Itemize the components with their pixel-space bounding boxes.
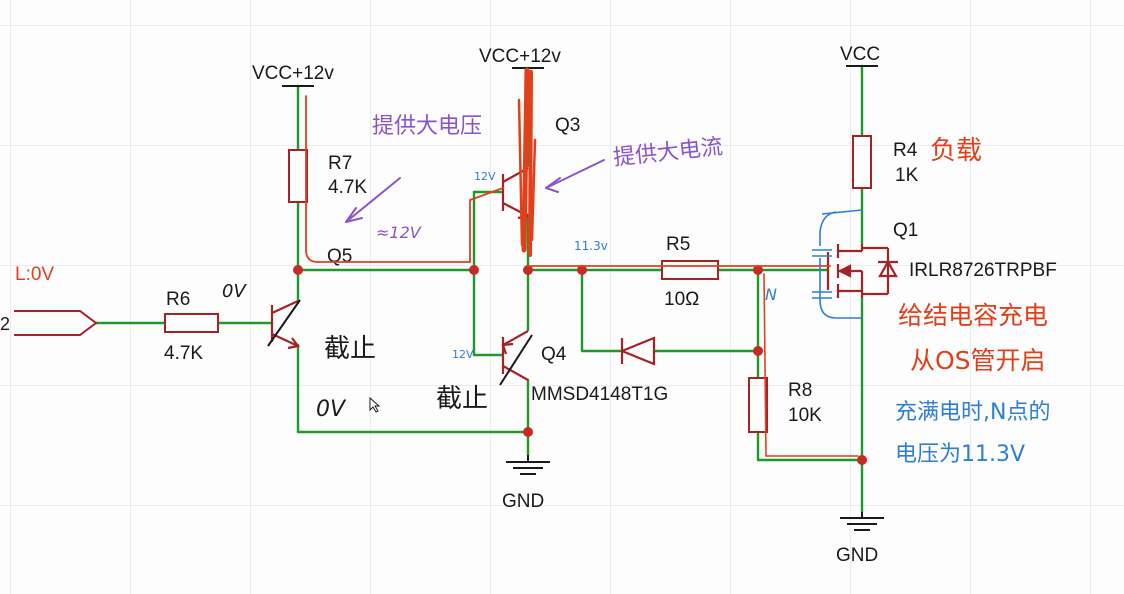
junction-source <box>857 455 867 465</box>
diode-part: MMSD4148T1G <box>531 384 668 405</box>
q1-name: Q1 <box>893 220 918 241</box>
annotation-provide-voltage: 提供大电压 <box>372 114 482 139</box>
annotation-note-line1: 充满电时,N点的 <box>895 400 1050 425</box>
r8-name: R8 <box>788 380 812 401</box>
resistor-r7[interactable] <box>288 149 308 203</box>
annotation-q3-base-12v: 12V <box>474 170 496 183</box>
gnd-label-mid: GND <box>502 491 544 512</box>
vcc-label-q1: VCC <box>840 44 880 65</box>
r5-name: R5 <box>666 234 690 255</box>
r6-value: 4.7K <box>164 343 203 364</box>
junction-diode <box>577 265 587 275</box>
annotation-node-11-3v: 11.3v <box>574 239 608 253</box>
mosfet-q1[interactable] <box>826 244 898 298</box>
q4-name: Q4 <box>541 344 567 365</box>
annotation-q5-base-0v: 0V <box>222 281 247 302</box>
annotation-q5-cutoff: 截止 <box>324 334 376 364</box>
mouse-cursor <box>369 396 381 413</box>
r7-name: R7 <box>328 153 352 174</box>
annotation-provide-current: 提供大电流 <box>612 135 724 171</box>
diode-mmsd4148[interactable] <box>619 336 656 366</box>
annotation-q5-emitter-0v: 0V <box>316 397 347 422</box>
input-port[interactable] <box>14 310 98 336</box>
input-voltage-label: L:0V <box>15 264 54 285</box>
junction-base <box>469 265 479 275</box>
resistor-r6[interactable] <box>164 313 219 333</box>
r4-name: R4 <box>893 140 918 161</box>
annotation-load: 负载 <box>930 136 982 166</box>
resistor-r4[interactable] <box>852 135 872 189</box>
annotation-charge-gate: 给结电容充电 <box>898 301 1048 330</box>
current-path-highlights <box>305 67 859 457</box>
q3-name: Q3 <box>555 115 580 136</box>
wires <box>94 64 864 514</box>
transistor-q5[interactable] <box>270 300 300 350</box>
junction-diode-right <box>753 346 763 356</box>
r4-value: 1K <box>895 165 919 186</box>
cutoff-marks <box>267 299 533 386</box>
provide-voltage-text: 提供大电压 <box>372 114 482 139</box>
resistor-r8[interactable] <box>748 377 768 433</box>
junction-n <box>753 265 763 275</box>
r6-name: R6 <box>166 289 190 310</box>
input-port-fragment: 2 <box>0 314 10 334</box>
q5-name: Q5 <box>327 246 352 267</box>
vcc-label-q5: VCC+12v <box>252 63 334 84</box>
annotation-mos-on: 从OS管开启 <box>910 346 1046 375</box>
ground-symbol-mid <box>506 455 550 475</box>
q1-part: IRLR8726TRPBF <box>909 260 1057 281</box>
annotation-note-line2: 电压为11.3V <box>895 442 1025 467</box>
annotation-arrows <box>345 159 605 223</box>
annotation-approx-12v: ≈12V <box>376 223 422 242</box>
vcc-label-q3: VCC+12v <box>479 46 561 67</box>
junction-emitter <box>523 265 533 275</box>
r7-value: 4.7K <box>328 177 367 198</box>
svg-text:提供大电压: 提供大电压 <box>372 114 482 139</box>
junction-gnd <box>523 427 533 437</box>
ground-symbol-right <box>840 512 884 531</box>
annotation-q4-base-12v: 12V <box>452 348 474 361</box>
transistor-q4[interactable] <box>501 330 529 381</box>
annotation-q4-cutoff: 截止 <box>436 384 488 414</box>
annotation-n-point: N <box>765 285 777 304</box>
r8-value: 10K <box>788 405 822 426</box>
resistor-r5[interactable] <box>661 260 719 280</box>
gate-capacitance-sketch <box>812 209 863 319</box>
junction-dots <box>293 265 867 465</box>
r5-value: 10Ω <box>664 289 699 310</box>
power-rails <box>282 65 878 87</box>
gnd-label-right: GND <box>836 545 878 566</box>
junction-q5 <box>293 265 303 275</box>
